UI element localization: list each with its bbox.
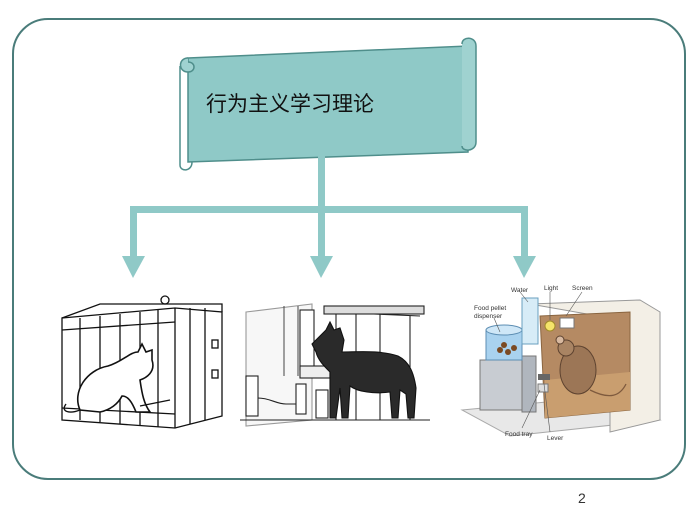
slide-frame [12, 18, 686, 480]
label-water: Water [511, 287, 529, 294]
label-food-pellet-dispenser: Food pellet dispenser [474, 305, 508, 320]
thorndike-puzzle-box-illustration [61, 295, 223, 429]
pavlov-dog-apparatus-illustration [240, 303, 430, 427]
title-scroll-banner: 行为主义学习理论 [179, 37, 477, 171]
page-number: 2 [578, 490, 586, 506]
arrow-center-icon [310, 256, 333, 278]
arrow-right-icon [513, 256, 536, 278]
branch-connectors [122, 150, 536, 278]
label-food-tray: Food tray [505, 431, 533, 438]
skinner-box-illustration: Water Light Screen Food pellet dispenser… [460, 285, 662, 442]
title: 行为主义学习理论 [206, 92, 374, 116]
label-screen: Screen [572, 285, 593, 292]
label-lever: Lever [547, 435, 564, 442]
arrow-left-icon [122, 256, 145, 278]
label-light: Light [544, 285, 558, 292]
